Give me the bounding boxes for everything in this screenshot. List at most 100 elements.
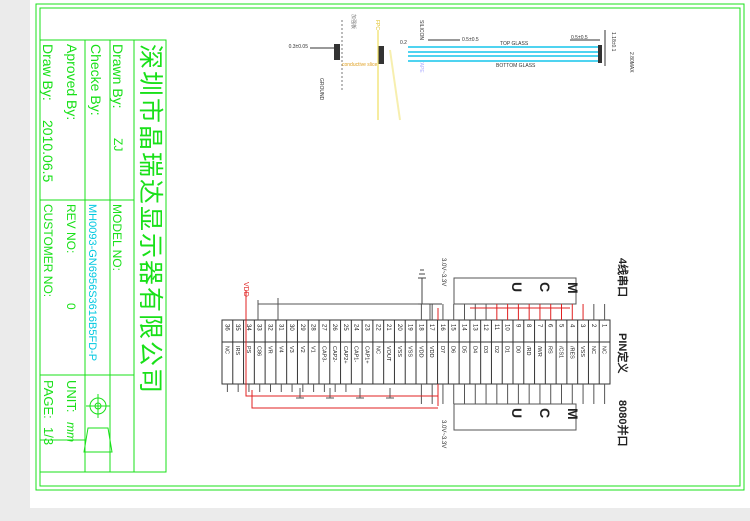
page-label: PAGE: bbox=[41, 380, 56, 419]
checked-by-label: Checke By: bbox=[88, 44, 104, 116]
pin-name: D0 bbox=[514, 346, 520, 353]
pin-number: 36 bbox=[223, 324, 229, 331]
pin-name: V1 bbox=[310, 346, 316, 353]
pin-name: D1 bbox=[504, 346, 510, 353]
dim-label-max: 2.80MAX bbox=[628, 52, 634, 73]
pin-name: VSS bbox=[407, 346, 413, 357]
draw-by-label: Draw By: bbox=[40, 44, 56, 101]
pin-name: VR bbox=[267, 346, 273, 354]
ground-label: GROUND bbox=[318, 78, 324, 101]
pin-number: 32 bbox=[267, 324, 273, 331]
vdd-label: VDD bbox=[242, 282, 249, 297]
pin-name: CAP2+ bbox=[342, 346, 348, 364]
dim-label-height: 1.18±0.1 bbox=[610, 32, 616, 52]
pin-number: 3 bbox=[579, 324, 585, 328]
mcu-letter: M bbox=[565, 408, 581, 420]
pin-name: VDD bbox=[417, 346, 423, 358]
voltage-bottom: 3.0V~3.3V bbox=[440, 420, 446, 448]
side-view: 0.3±0.05 GROUND 加强板 FPC conductive slice… bbox=[289, 14, 634, 121]
pin-name: VOUT bbox=[385, 346, 391, 362]
silicon-label: SILICON bbox=[418, 20, 424, 40]
pin-name: D4 bbox=[471, 346, 477, 353]
pin-number: 15 bbox=[450, 324, 456, 331]
pin-number: 7 bbox=[536, 324, 542, 328]
pin-name: D3 bbox=[482, 346, 488, 353]
pin-number: 24 bbox=[353, 324, 359, 331]
approved-by-label: Aproved By: bbox=[64, 44, 80, 120]
pin-number: 26 bbox=[331, 324, 337, 331]
conductive-label: conductive slice bbox=[342, 62, 378, 68]
pin-number: 19 bbox=[407, 324, 413, 331]
pin-number: 1 bbox=[601, 324, 607, 328]
unit-value: mm bbox=[64, 422, 78, 442]
pin-number: 34 bbox=[245, 324, 251, 331]
pin-number: 8 bbox=[525, 324, 531, 328]
top-glass-label: TOP GLASS bbox=[500, 41, 529, 47]
mcu-labels-bottom: MCU bbox=[509, 408, 581, 420]
pin-number: 18 bbox=[417, 324, 423, 331]
customer-label: CUSTOMER NO: bbox=[41, 204, 55, 297]
title-block: 深圳市晶瑞达显示器有限公司 Drawn By: ZJ Checke By: Ap… bbox=[39, 39, 167, 473]
mcu-letter: C bbox=[537, 408, 553, 418]
pin-number: 17 bbox=[428, 324, 434, 331]
dim-label-left: 0.5±0.5 bbox=[462, 37, 479, 43]
pin-name: NC bbox=[374, 346, 380, 354]
pin-number: 22 bbox=[374, 324, 380, 331]
pin-name: NC bbox=[223, 346, 229, 354]
pin-cells: 1NC2NC3VSS4/RES5/CS16RS7/WR8/RD9D010D111… bbox=[223, 320, 607, 384]
pin-leads bbox=[226, 304, 606, 404]
pin-name: VSS bbox=[579, 346, 585, 357]
pin-number: 33 bbox=[256, 324, 262, 331]
capacitors bbox=[296, 388, 394, 399]
voltage-top: 3.0V~3.3V bbox=[440, 258, 446, 286]
pin-name: D7 bbox=[439, 346, 445, 353]
mcu-labels-top: MCU bbox=[509, 282, 581, 294]
drawn-by-value: ZJ bbox=[111, 138, 125, 151]
pin-number: 23 bbox=[364, 324, 370, 331]
outer-frame bbox=[35, 3, 745, 491]
tape-label: TAPE bbox=[418, 60, 424, 73]
dim-label-thickness: 0.3±0.05 bbox=[289, 44, 309, 50]
heading-serial: 4线串口 bbox=[616, 258, 630, 297]
pin-number: 4 bbox=[568, 324, 574, 328]
dim-label-offset: 0.2 bbox=[400, 40, 407, 46]
pin-number: 16 bbox=[439, 324, 445, 331]
pin-name: CAP1- bbox=[353, 346, 359, 362]
pin-number: 31 bbox=[277, 324, 283, 331]
drawn-by-label: Drawn By: bbox=[110, 44, 126, 109]
pin-name: RS bbox=[547, 346, 553, 354]
pin-name: PS bbox=[245, 346, 251, 354]
pin-name: D2 bbox=[493, 346, 499, 353]
pin-number: 30 bbox=[288, 324, 294, 331]
pin-name: /WR bbox=[536, 346, 542, 357]
pin-number: 10 bbox=[504, 324, 510, 331]
pin-number: 14 bbox=[461, 324, 467, 331]
pin-name: /RD bbox=[525, 346, 531, 356]
pin-number: 2 bbox=[590, 324, 596, 328]
pin-number: 35 bbox=[234, 324, 240, 331]
pin-name: VDD bbox=[428, 346, 434, 358]
ground-symbol bbox=[418, 269, 442, 305]
dim-label-right: 0.5±0.5 bbox=[571, 35, 588, 41]
rev-value: 0 bbox=[64, 303, 78, 310]
mcu-letter: C bbox=[537, 282, 553, 292]
pin-number: 12 bbox=[482, 324, 488, 331]
pin-name: /CS1 bbox=[558, 346, 564, 358]
pin-number: 29 bbox=[299, 324, 305, 331]
pin-name: /RES bbox=[568, 346, 574, 359]
pin-number: 13 bbox=[471, 324, 477, 331]
page-value: 1/3 bbox=[41, 427, 56, 445]
company-name: 深圳市晶瑞达显示器有限公司 bbox=[136, 44, 164, 395]
pin-name: CAP1+ bbox=[364, 346, 370, 364]
pin-number: 27 bbox=[320, 324, 326, 331]
drawing-sheet: 深圳市晶瑞达显示器有限公司 Drawn By: ZJ Checke By: Ap… bbox=[30, 0, 750, 508]
pin-number: 9 bbox=[514, 324, 520, 328]
pin-name: CAP3- bbox=[320, 346, 326, 362]
fpc-label: FPC bbox=[374, 20, 380, 30]
pin-number: 21 bbox=[385, 324, 391, 331]
mcu-letter: U bbox=[509, 282, 525, 292]
unit-label: UNIT: bbox=[64, 380, 79, 413]
pin-name: NC bbox=[590, 346, 596, 354]
projection-symbol bbox=[83, 394, 113, 453]
pin-name: V4 bbox=[277, 346, 283, 353]
